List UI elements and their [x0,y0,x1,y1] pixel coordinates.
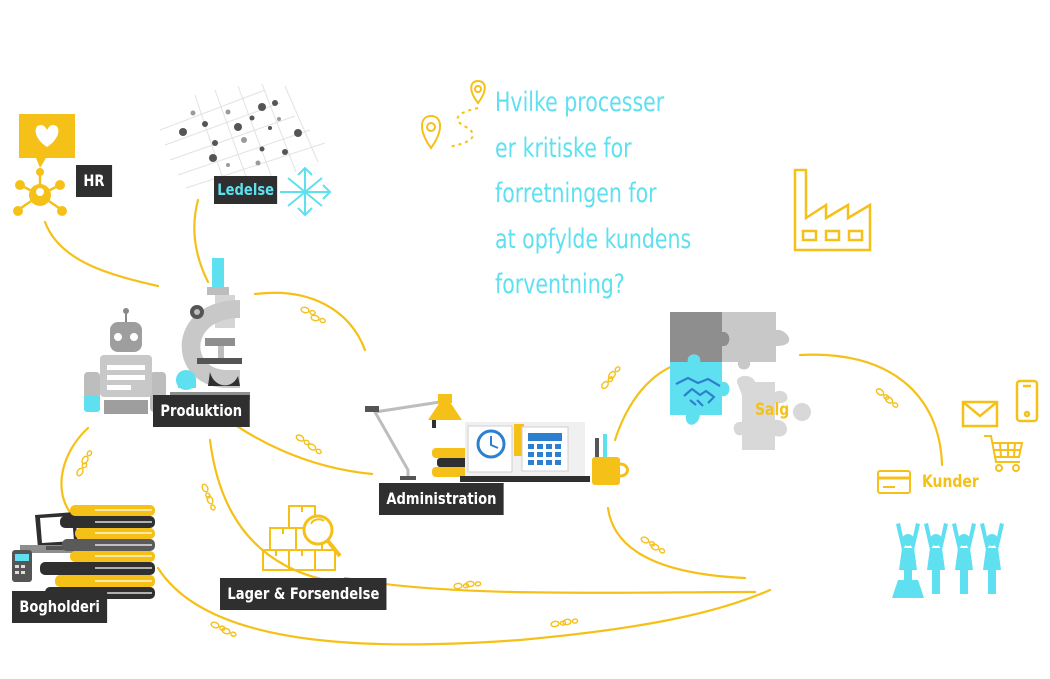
ledelse-label: Ledelse [214,176,278,204]
salg-label: Salg [755,400,790,420]
mobile-phone-icon [1015,379,1039,423]
question-line: forventning? [495,269,625,300]
hr-label: HR [76,165,112,197]
shopping-cart-icon [984,435,1024,472]
administration-label: Administration [379,483,504,515]
question-line: er kritiske for [495,132,632,164]
envelope-icon [961,400,999,428]
people-cheering-icon [892,523,1004,598]
question-line: Hvilke processer [495,87,665,118]
puzzle-handshake-icon [670,312,811,450]
kunder-label: Kunder [922,472,979,492]
books-laptop-icon [12,505,155,599]
lager-label: Lager & Forsendelse [220,578,387,610]
question-line: forretningen for [495,178,657,209]
bogholderi-label: Bogholderi [12,591,108,623]
heart-network-icon [13,114,75,216]
scatter-grid-icon [159,83,332,217]
question-text: Hvilke processer er kritiske for forretn… [495,80,691,308]
question-line: at opfylde kundens [495,223,692,255]
boxes-magnifier-icon [262,505,342,571]
credit-card-icon [877,470,911,494]
location-pin-icon [421,79,486,150]
factory-icon [793,168,872,252]
produktion-label: Produktion [153,395,250,427]
robot-microscope-icon [84,258,250,414]
desk-lamp-calendar-icon [365,394,629,485]
